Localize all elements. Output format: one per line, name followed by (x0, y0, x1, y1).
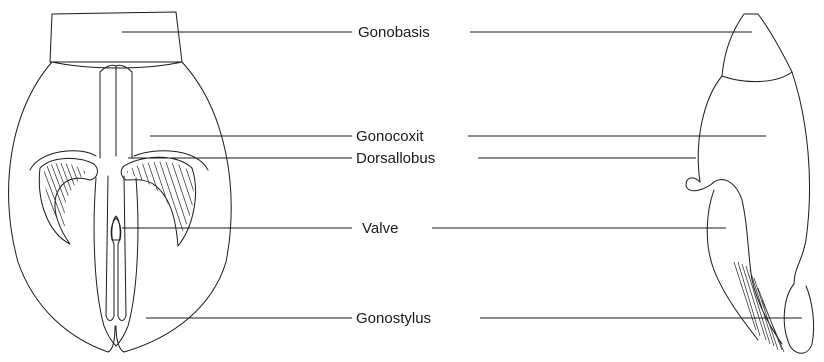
dorsallobus-left (38, 158, 98, 245)
gonostylus-right (115, 177, 139, 347)
label-gonostylus: Gonostylus (356, 310, 431, 327)
gonobasis-lower-edge (51, 61, 183, 69)
valve-tip (110, 217, 122, 241)
dorsallobus-right-hatching (126, 161, 194, 236)
gonobasis-plate (49, 11, 183, 63)
label-valve: Valve (362, 220, 398, 237)
leader-lines (122, 31, 802, 319)
labels: Gonobasis Gonocoxit Dorsallobus Valve Go… (356, 24, 435, 327)
lateral-dorsallobus (685, 177, 783, 345)
valve (105, 175, 127, 321)
lateral-hatching (733, 261, 785, 353)
lateral-inner-lobe (706, 189, 759, 341)
gonostylus-left (93, 177, 117, 347)
gonocoxit-left-lobe (8, 61, 116, 353)
lateral-gonobasis (721, 13, 793, 83)
lateral-gonocoxit-back (791, 71, 811, 285)
lateral-view (685, 13, 815, 354)
label-gonocoxit: Gonocoxit (356, 128, 424, 145)
gonocoxit-left-inner (29, 150, 97, 171)
lateral-gonocoxit-front (697, 75, 723, 183)
label-dorsallobus: Dorsallobus (356, 150, 435, 167)
gonocoxit-right-inner (133, 150, 209, 171)
central-suture (99, 64, 133, 157)
dorsal-view (8, 11, 232, 353)
lateral-gonostylus (783, 283, 815, 354)
gonocoxit-right-lobe (115, 61, 232, 353)
dorsallobus-right (120, 156, 197, 247)
label-gonobasis: Gonobasis (358, 24, 430, 41)
